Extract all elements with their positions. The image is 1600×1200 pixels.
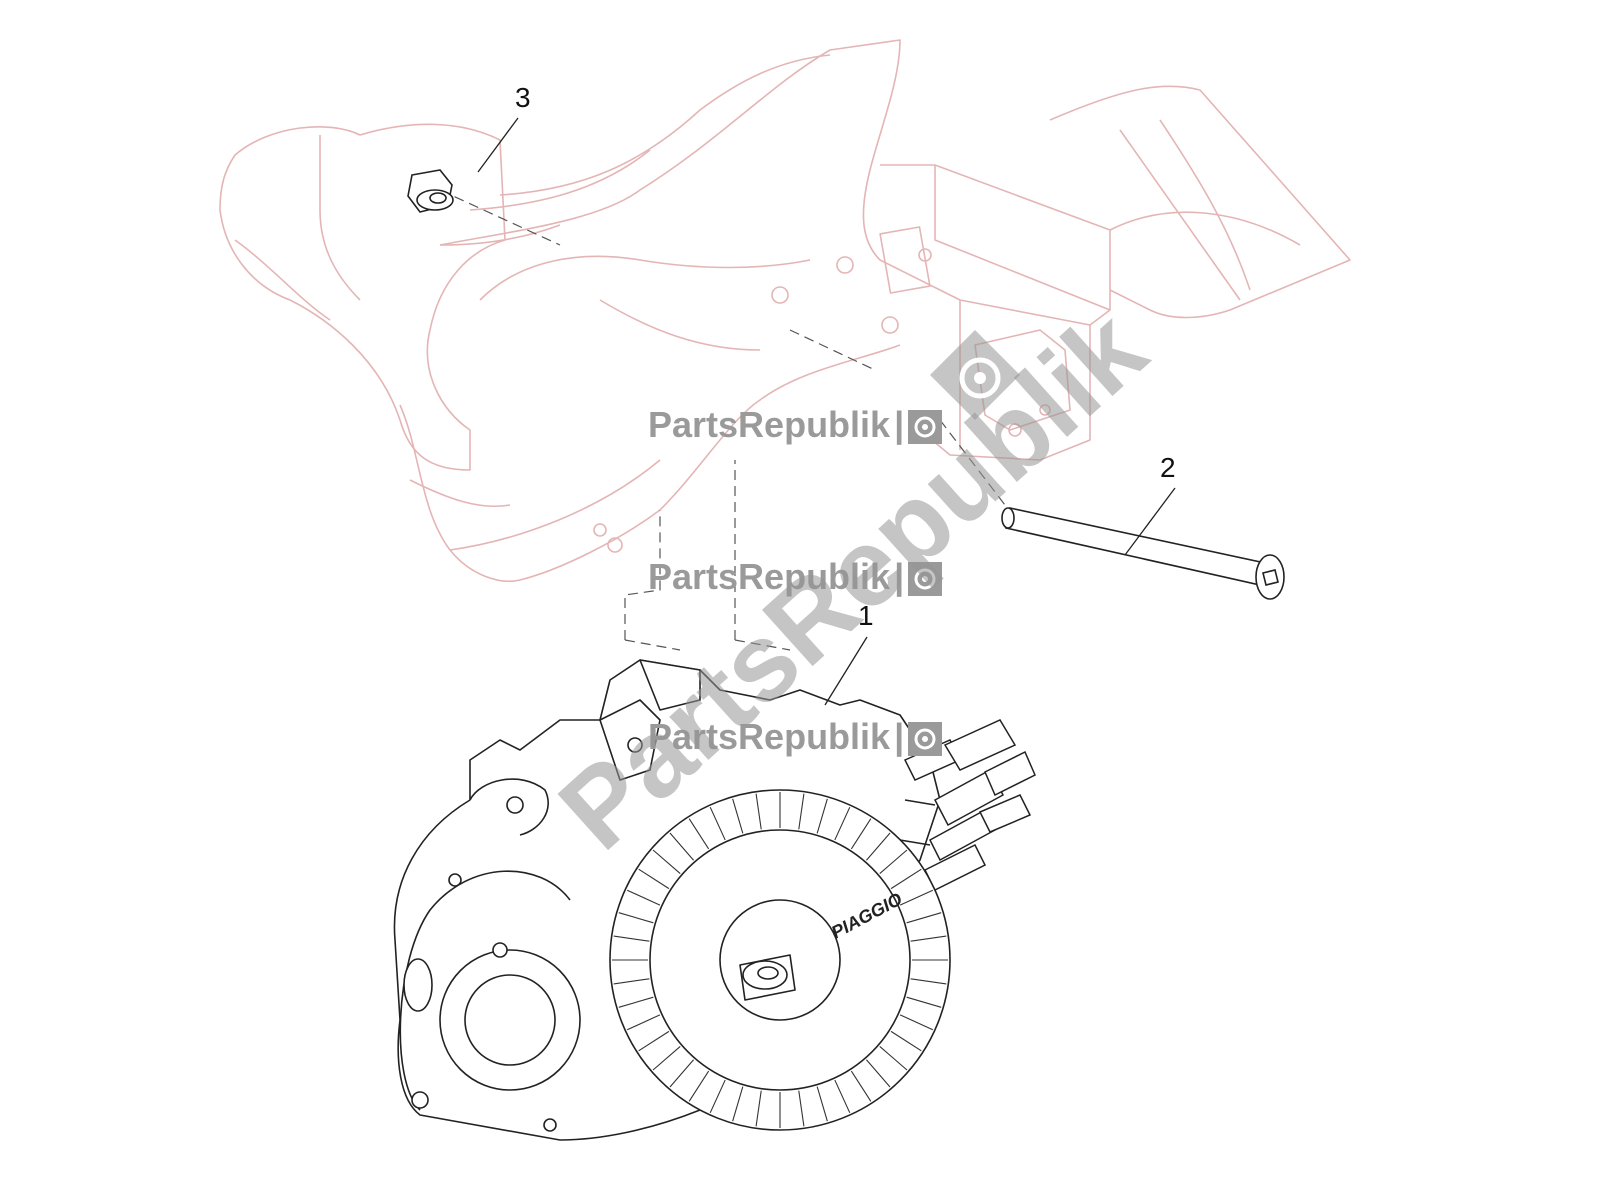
watermark-separator: | bbox=[894, 556, 905, 597]
motor-fin bbox=[755, 793, 762, 830]
part-1-electric-motor[interactable] bbox=[393, 659, 951, 1141]
motor-fin bbox=[652, 1046, 681, 1071]
motor-fin bbox=[613, 978, 650, 985]
leader-1 bbox=[824, 636, 868, 706]
motor-fin bbox=[834, 1079, 851, 1114]
motor-fin bbox=[798, 1090, 805, 1127]
motor-fin bbox=[890, 1030, 922, 1052]
motor-fin bbox=[688, 818, 710, 850]
watermark-separator: | bbox=[894, 404, 905, 445]
callout-2[interactable]: 2 bbox=[1160, 452, 1176, 483]
motor-fin bbox=[879, 1046, 908, 1071]
motor-fin bbox=[618, 912, 654, 924]
watermark-big-gear-icon bbox=[930, 330, 1020, 420]
watermark-text: PartsRepublik bbox=[648, 716, 891, 757]
motor-fin bbox=[910, 935, 947, 942]
motor-fin bbox=[910, 978, 947, 985]
motor-fin bbox=[638, 1030, 670, 1052]
motor-cooling-fins bbox=[612, 792, 948, 1128]
watermark-2: PartsRepublik| bbox=[648, 556, 943, 598]
motor-fin bbox=[816, 1086, 828, 1122]
gear-icon bbox=[908, 562, 943, 597]
motor-fin bbox=[879, 849, 908, 874]
motor-fin bbox=[866, 832, 891, 861]
motor-fin bbox=[688, 1070, 710, 1102]
motor-fin bbox=[899, 889, 934, 906]
motor-fin bbox=[906, 996, 942, 1008]
motor-fin bbox=[626, 1014, 661, 1031]
motor-connectors[interactable] bbox=[899, 719, 1036, 892]
watermark-text: PartsRepublik bbox=[648, 404, 891, 445]
motor-fin bbox=[626, 889, 661, 906]
watermark-text: PartsRepublik bbox=[648, 556, 891, 597]
leader-3 bbox=[477, 117, 519, 173]
motor-fin bbox=[834, 806, 851, 841]
motor-fin bbox=[850, 1070, 872, 1102]
motor-fin bbox=[709, 1079, 726, 1114]
gear-icon bbox=[908, 410, 943, 445]
motor-fin bbox=[866, 1059, 891, 1088]
leader-2 bbox=[1124, 487, 1176, 556]
motor-fin bbox=[709, 806, 726, 841]
motor-fin bbox=[732, 798, 744, 834]
motor-fin bbox=[613, 935, 650, 942]
motor-fin bbox=[850, 818, 872, 850]
motor-fin bbox=[732, 1086, 744, 1122]
scooter-frame bbox=[219, 39, 1351, 582]
watermark-3: PartsRepublik| bbox=[648, 716, 943, 758]
part-3-flange-nut[interactable] bbox=[407, 169, 454, 213]
motor-fin bbox=[906, 912, 942, 924]
motor-fin bbox=[899, 1014, 934, 1031]
gear-icon bbox=[908, 722, 943, 757]
motor-fin bbox=[816, 798, 828, 834]
motor-fin bbox=[890, 868, 922, 890]
motor-fin bbox=[652, 849, 681, 874]
motor-fin bbox=[798, 793, 805, 830]
callout-3[interactable]: 3 bbox=[515, 82, 531, 113]
motor-fin bbox=[618, 996, 654, 1008]
motor-fin bbox=[669, 1059, 694, 1088]
assembly-guide-lines bbox=[439, 189, 1006, 651]
motor-fin bbox=[755, 1090, 762, 1127]
part-2-bolt[interactable] bbox=[1001, 507, 1285, 600]
callout-1[interactable]: 1 bbox=[858, 600, 874, 631]
motor-fin bbox=[638, 868, 670, 890]
watermark-separator: | bbox=[894, 716, 905, 757]
motor-fin bbox=[669, 832, 694, 861]
watermark-1: PartsRepublik| bbox=[648, 404, 943, 446]
